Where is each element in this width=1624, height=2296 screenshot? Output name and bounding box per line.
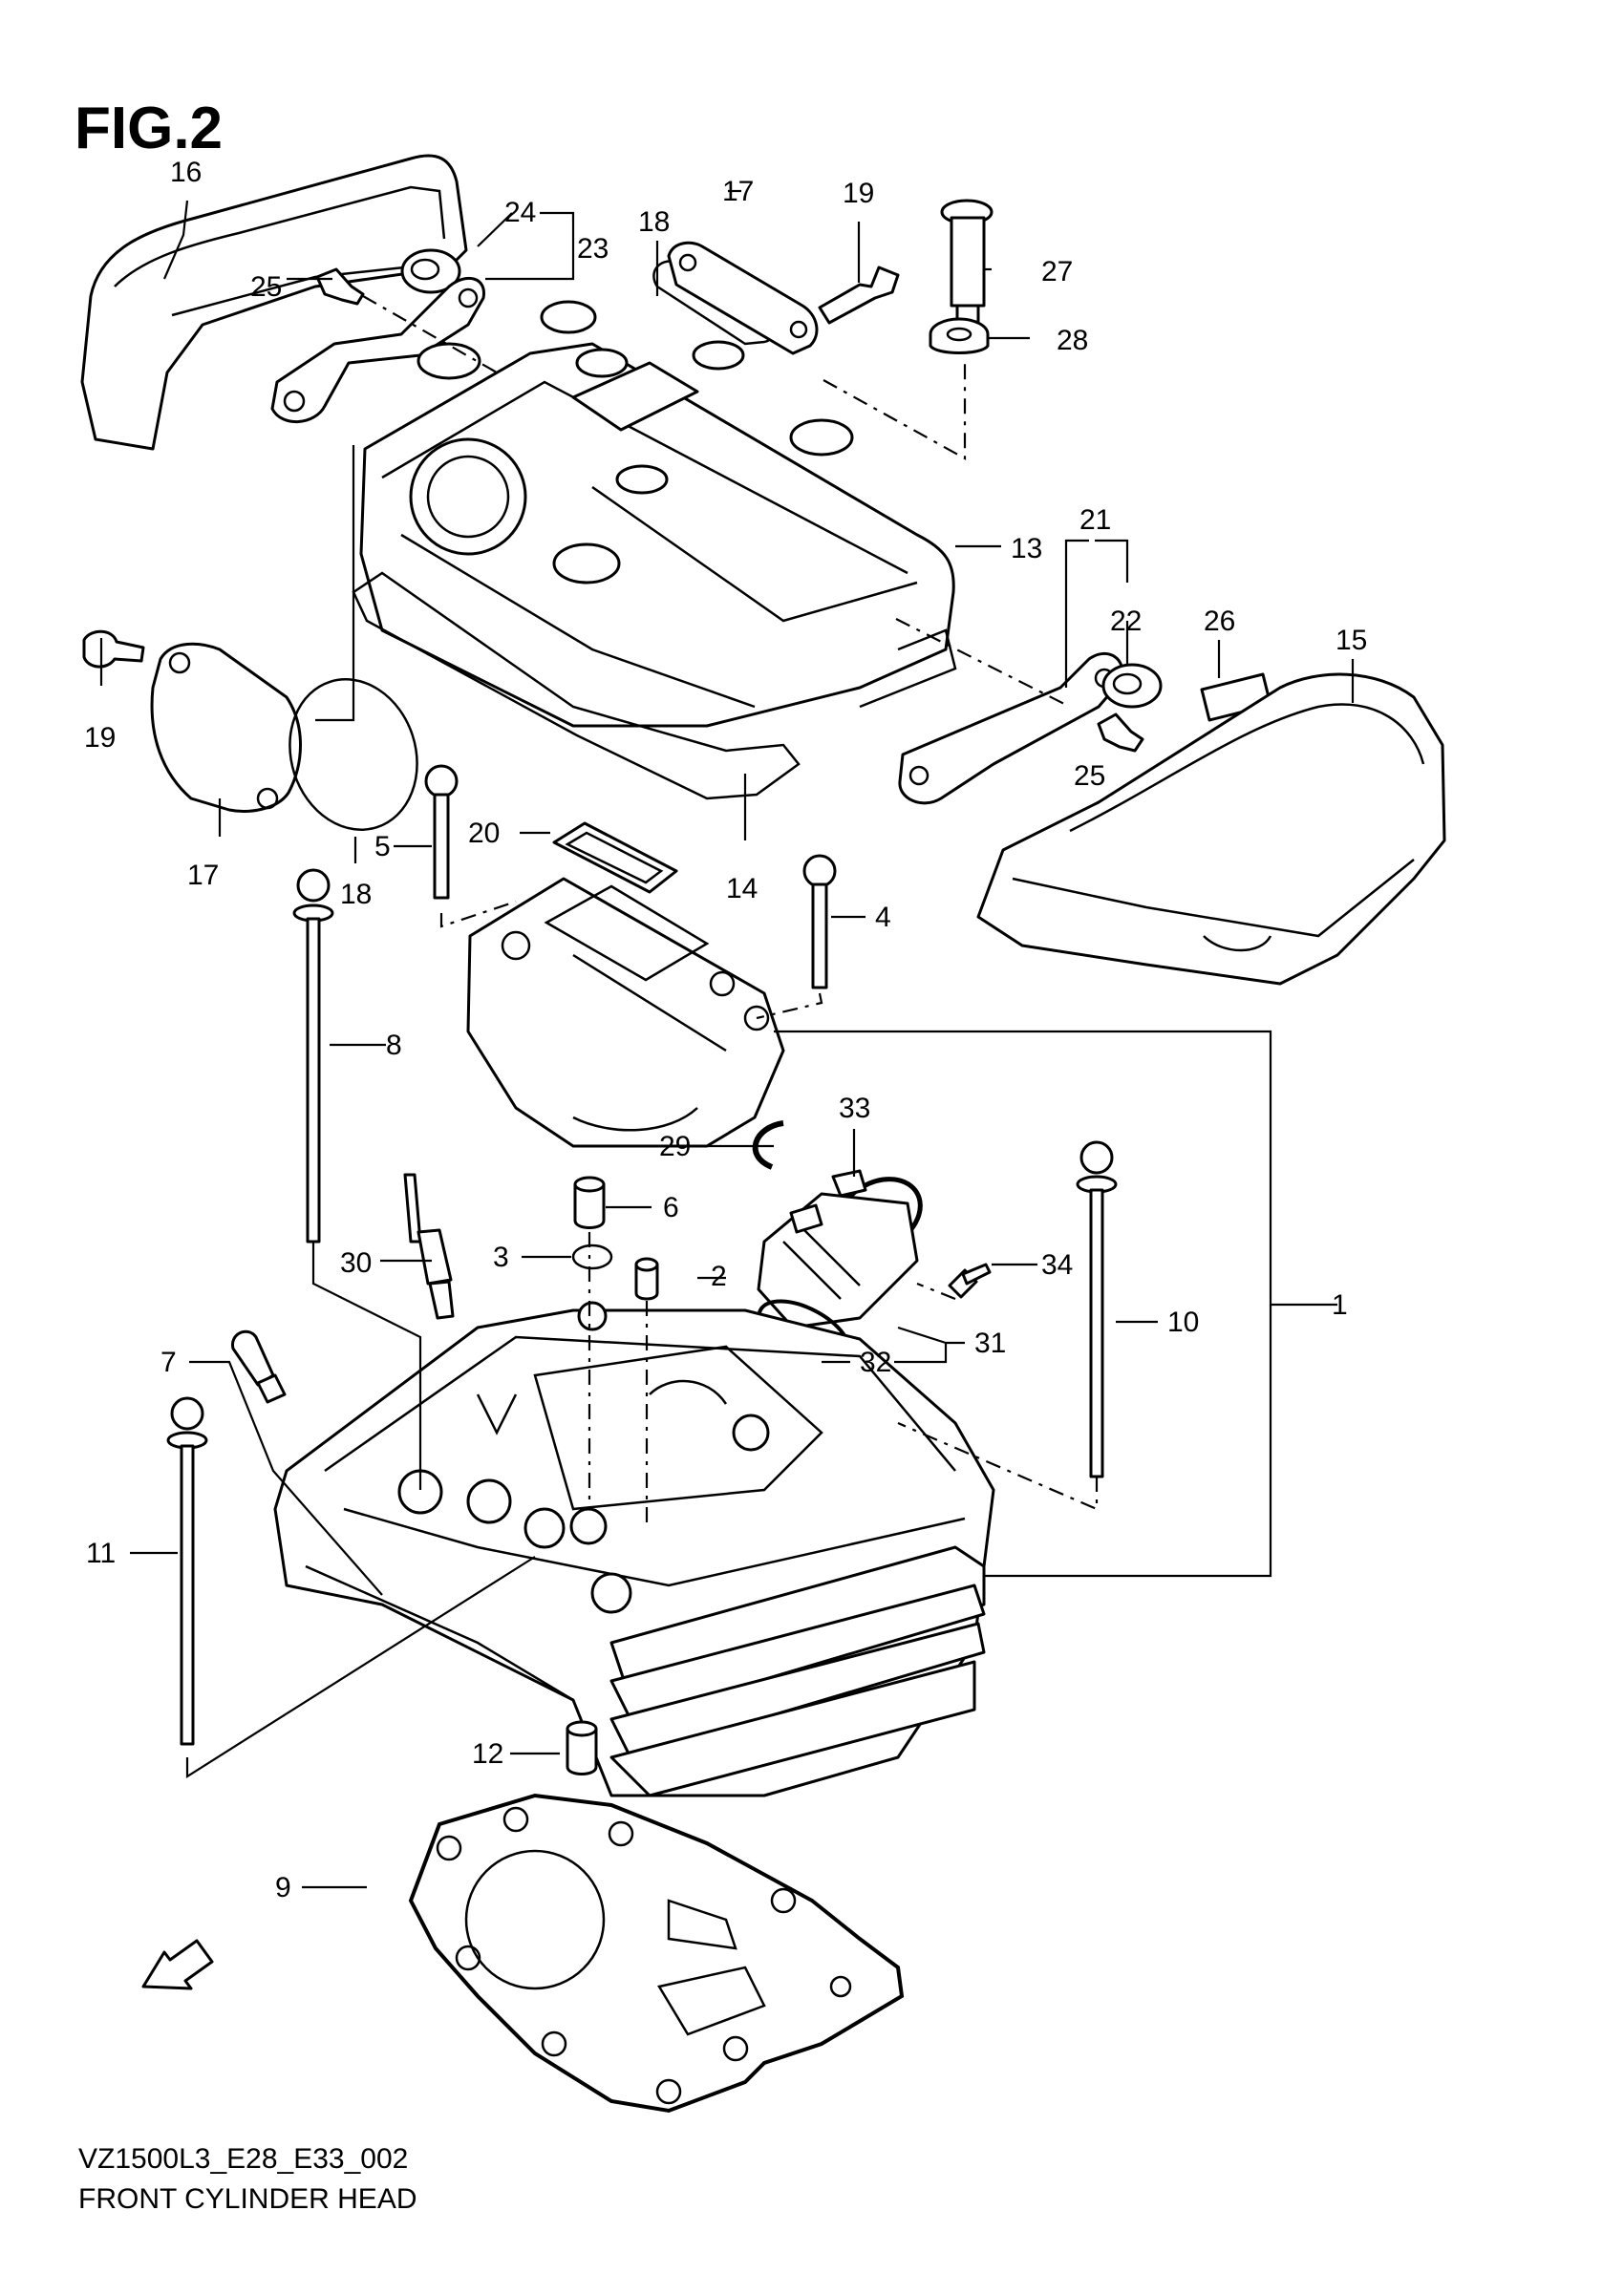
callout-22: 22 (1110, 606, 1142, 637)
callout-27: 27 (1041, 256, 1073, 287)
part-7-plug (231, 1329, 287, 1404)
callout-26: 26 (1204, 606, 1235, 637)
callout-16: 16 (170, 157, 202, 188)
callout-4: 4 (875, 902, 891, 933)
callout-14: 14 (726, 873, 758, 904)
part-15-right-cover (976, 672, 1446, 986)
callout-9: 9 (275, 1872, 291, 1903)
part-17-cover-plate-left (150, 642, 302, 813)
part-19-bolt-left (82, 629, 145, 669)
part-1-cylinder-head (273, 1301, 995, 1797)
callout-15: 15 (1336, 625, 1367, 656)
alignment-lines (362, 295, 1099, 1526)
part-3-oring (571, 1244, 613, 1270)
callout-10: 10 (1167, 1307, 1199, 1338)
callout-2: 2 (711, 1261, 727, 1292)
callout-19-upper: 19 (843, 178, 874, 209)
callout-28: 28 (1057, 325, 1088, 356)
part-25-bolt-lower (1097, 712, 1144, 753)
callout-30: 30 (340, 1247, 372, 1279)
model-code: VZ1500L3_E28_E33_002 (78, 2143, 409, 2175)
part-8-stud-bolt (292, 868, 334, 1244)
callout-8: 8 (386, 1030, 402, 1061)
part-23-bracket (270, 277, 485, 424)
callout-labels: 16 24 23 25 18 17 19 27 28 13 21 22 26 1… (84, 157, 1367, 1903)
callout-17-left: 17 (187, 860, 219, 891)
callout-33: 33 (839, 1093, 870, 1124)
figure-title: FIG.2 (75, 96, 224, 161)
callout-12: 12 (472, 1738, 503, 1770)
part-10-stud-bolt (1076, 1140, 1118, 1478)
part-11-stud-bolt (166, 1396, 208, 1746)
part-4-bolt (802, 854, 837, 989)
part-12-dowel (566, 1720, 598, 1775)
camshaft-holder (466, 877, 785, 1148)
fwd-arrow-icon: FWD (141, 1939, 214, 1990)
figure-name: FRONT CYLINDER HEAD (78, 2183, 417, 2215)
callout-17-upper: 17 (722, 176, 754, 207)
part-34-screw (948, 1263, 992, 1299)
callout-18-upper: 18 (638, 206, 670, 238)
callout-24: 24 (504, 197, 536, 228)
callout-19-left: 19 (84, 722, 116, 754)
part-27-pin-bolt (940, 199, 994, 331)
part-20-gasket (552, 821, 678, 894)
part-24-grommet (400, 248, 461, 294)
part-6-dowel (573, 1176, 606, 1229)
callout-5: 5 (374, 831, 391, 862)
part-13-head-cover (359, 300, 955, 728)
callout-25-upper: 25 (250, 271, 282, 303)
callout-25-lower: 25 (1074, 760, 1105, 792)
part-31-intake-pipe (757, 1192, 919, 1329)
part-2-dowel-pin (634, 1257, 659, 1301)
callout-3: 3 (493, 1242, 509, 1273)
part-28-washer (929, 317, 990, 354)
part-9-head-gasket (408, 1793, 905, 2114)
part-30-spark-plug (403, 1173, 455, 1320)
part-14-cover-gasket (352, 571, 957, 800)
callout-20: 20 (468, 818, 500, 849)
part-19-bolt-upper (818, 266, 900, 325)
callout-18-left: 18 (340, 879, 372, 910)
callout-6: 6 (663, 1192, 679, 1223)
callout-32: 32 (860, 1347, 891, 1378)
callout-23: 23 (577, 233, 609, 265)
part-5-bolt (424, 764, 459, 900)
callout-7: 7 (160, 1347, 177, 1378)
callout-21: 21 (1079, 504, 1111, 536)
part-18-oring-left (288, 678, 418, 831)
callout-1: 1 (1332, 1289, 1348, 1321)
callout-34: 34 (1041, 1249, 1073, 1281)
callout-31: 31 (974, 1328, 1006, 1359)
callout-11: 11 (86, 1538, 116, 1569)
callout-29: 29 (659, 1131, 691, 1162)
part-29-clip (752, 1120, 784, 1170)
callout-13: 13 (1011, 533, 1042, 564)
part-22-grommet (1101, 663, 1163, 709)
part-17-cover-plate-upper (667, 241, 819, 355)
leader-lines (99, 189, 1355, 1889)
